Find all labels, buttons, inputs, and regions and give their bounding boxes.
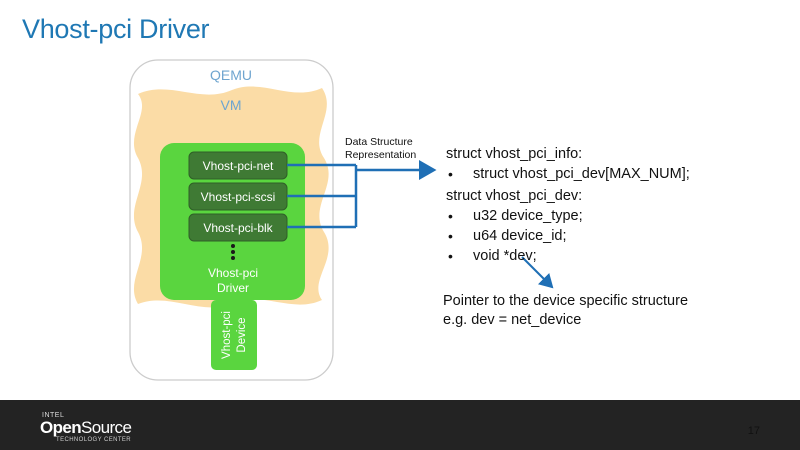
device-label-line1: Vhost-pci bbox=[221, 311, 233, 359]
info-struct-header: struct vhost_pci_info: bbox=[446, 146, 583, 162]
pointer-note: Pointer to the device specific structure… bbox=[443, 292, 688, 330]
device-net-label: Vhost-pci-net bbox=[203, 159, 274, 173]
connector-lines bbox=[287, 160, 437, 229]
device-scsi-label: Vhost-pci-scsi bbox=[201, 190, 276, 204]
info-struct-item: struct vhost_pci_dev[MAX_NUM]; bbox=[446, 164, 690, 184]
logo-open-text: Open bbox=[40, 418, 82, 437]
logo-intel-text: INTEL bbox=[42, 412, 65, 419]
dev-struct-item: u64 device_id; bbox=[446, 226, 583, 246]
dev-struct-item: u32 device_type; bbox=[446, 206, 583, 226]
device-net: Vhost-pci-net bbox=[188, 151, 288, 180]
vm-label: VM bbox=[221, 97, 242, 113]
device-scsi: Vhost-pci-scsi bbox=[188, 182, 288, 211]
open-source-logo: OpenSource bbox=[40, 418, 132, 438]
logo-sub-text: TECHNOLOGY CENTER bbox=[56, 437, 132, 443]
dev-struct-header: struct vhost_pci_dev: bbox=[446, 188, 583, 204]
architecture-diagram: QEMU VM Vhost-pci-net Vhost-pci-scsi Vho… bbox=[129, 59, 554, 381]
device-blk: Vhost-pci-blk bbox=[188, 213, 288, 242]
data-structure-label-line2: Representation bbox=[345, 149, 417, 161]
dev-struct-block: struct vhost_pci_dev: u32 device_type; u… bbox=[446, 186, 583, 266]
pointer-note-line1: Pointer to the device specific structure bbox=[443, 293, 689, 309]
slide-title: Vhost-pci Driver bbox=[22, 14, 210, 44]
info-struct-block: struct vhost_pci_info: struct vhost_pci_… bbox=[446, 144, 690, 184]
driver-label-line1: Vhost-pci bbox=[208, 266, 258, 280]
more-devices-dots bbox=[231, 244, 235, 260]
data-structure-label: Data Structure Representation bbox=[345, 136, 416, 162]
device-box bbox=[211, 300, 257, 370]
driver-label-line2: Driver bbox=[217, 281, 249, 295]
qemu-label: QEMU bbox=[210, 67, 252, 83]
logo-source-text: Source bbox=[81, 418, 132, 437]
page-number: 17 bbox=[747, 425, 760, 437]
footer-bar: INTEL OpenSource TECHNOLOGY CENTER bbox=[0, 400, 800, 450]
device-blk-label: Vhost-pci-blk bbox=[203, 221, 273, 235]
dev-struct-item: void *dev; bbox=[446, 246, 583, 266]
data-structure-label-line1: Data Structure bbox=[345, 136, 413, 148]
device-label-line2: Device bbox=[236, 317, 248, 352]
pointer-note-line2: e.g. dev = net_device bbox=[443, 312, 582, 328]
